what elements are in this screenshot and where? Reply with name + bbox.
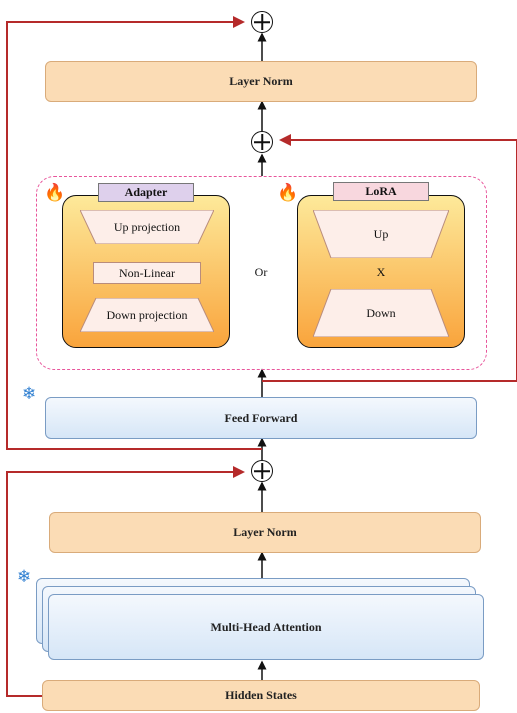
residual-hidden-to-first-add (6, 466, 245, 697)
residual-first-add-to-top-add (6, 16, 262, 450)
adapter-nonlinear-label: Non-Linear (119, 265, 175, 280)
adapter-title-label: Adapter (124, 185, 168, 199)
feed-forward-label: Feed Forward (224, 410, 298, 425)
adapter-up-label: Up projection (113, 219, 181, 234)
lora-down: Down (313, 289, 449, 337)
add-icon-bottom (251, 460, 273, 482)
lora-up-shape (313, 210, 449, 258)
adapter-up-shape (80, 210, 214, 244)
bottom-layer-norm-label: Layer Norm (233, 525, 297, 539)
lora-down-shape (313, 289, 449, 337)
lora-multiply: X (364, 262, 398, 282)
adapter-nonlinear: Non-Linear (93, 262, 201, 284)
adapter-down-shape (80, 298, 214, 332)
or-text: Or (254, 264, 268, 279)
lora-up: Up (313, 210, 449, 258)
top-layer-norm-block: Layer Norm (45, 61, 477, 102)
adapter-down-label: Down projection (106, 307, 188, 322)
or-label: Or (244, 262, 278, 282)
residual-feedforward-to-middle-add (262, 134, 517, 382)
attention-label: Multi-Head Attention (210, 619, 322, 634)
lora-title-label: LoRA (365, 184, 397, 198)
fire-icon: 🔥 (277, 183, 299, 203)
snowflake-icon: ❄ (17, 567, 32, 587)
feed-forward-block: Feed Forward (45, 397, 477, 439)
multi-head-attention-block: Multi-Head Attention (48, 594, 484, 660)
hidden-states-label: Hidden States (225, 688, 297, 702)
adapter-up-projection: Up projection (80, 210, 214, 244)
fire-icon: 🔥 (44, 183, 66, 203)
adapter-down-projection: Down projection (80, 298, 214, 332)
adapter-title: Adapter (98, 183, 194, 202)
bottom-layer-norm-block: Layer Norm (49, 512, 481, 553)
lora-title: LoRA (333, 182, 429, 201)
top-layer-norm-label: Layer Norm (229, 74, 293, 88)
peft-region (36, 176, 487, 370)
lora-down-label: Down (366, 305, 396, 320)
lora-x-label: X (376, 264, 386, 279)
snowflake-icon: ❄ (22, 384, 37, 404)
add-icon-middle (251, 131, 273, 153)
hidden-states-block: Hidden States (42, 680, 480, 711)
add-icon-top (251, 11, 273, 33)
lora-up-label: Up (373, 226, 389, 241)
